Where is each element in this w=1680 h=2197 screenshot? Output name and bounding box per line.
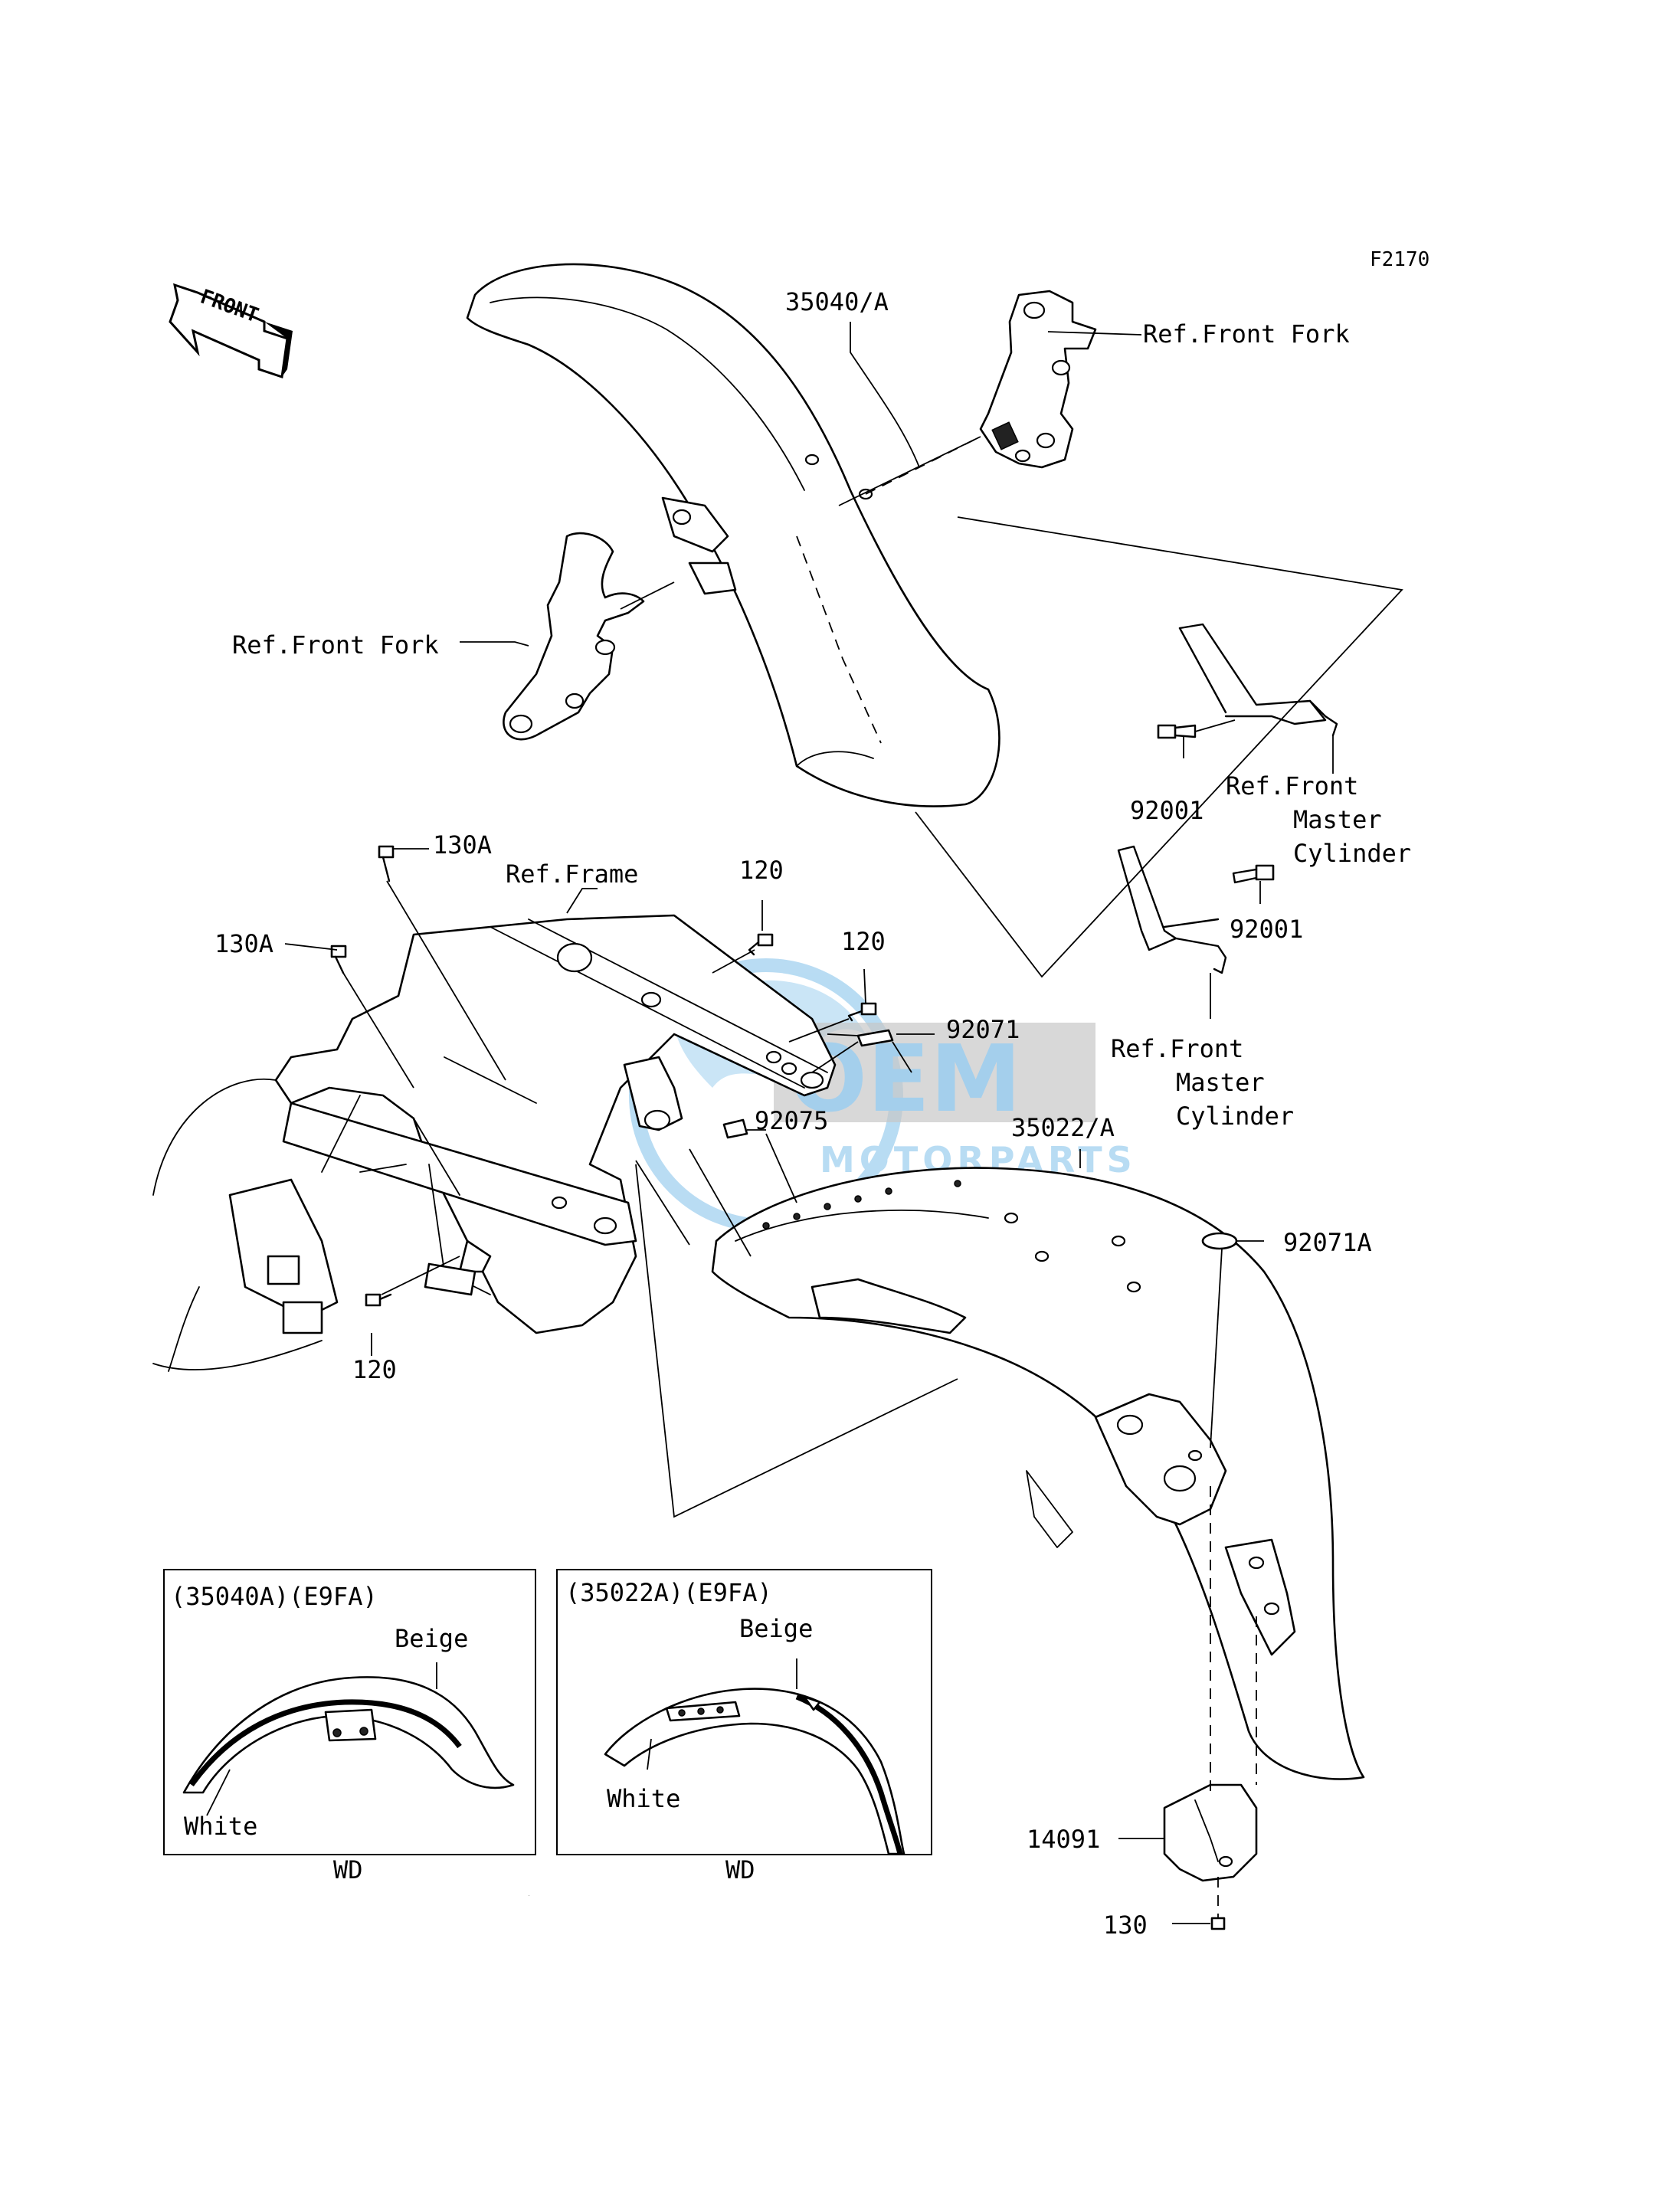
- bolt-130a-upper-drawing: [378, 845, 395, 882]
- label-92001-upper[interactable]: 92001: [1130, 796, 1204, 825]
- label-130a-upper[interactable]: 130A: [433, 830, 493, 859]
- bolt-92001-lower-drawing: [1232, 864, 1275, 884]
- label-130a-left[interactable]: 130A: [215, 929, 274, 958]
- ref-master-cylinder-lower-l3[interactable]: Cylinder: [1176, 1102, 1295, 1131]
- inset-35022a-caption: WD: [725, 1855, 755, 1884]
- label-92001-lower[interactable]: 92001: [1230, 915, 1304, 944]
- label-92071[interactable]: 92071: [946, 1015, 1020, 1044]
- dot-mark: .: [529, 1893, 530, 1897]
- front-direction-arrow: FRONT: [169, 283, 293, 378]
- front-fender-35040: [466, 263, 1000, 807]
- ref-master-cylinder-upper-l3[interactable]: Cylinder: [1293, 839, 1412, 868]
- inset-box-35022a: [556, 1569, 932, 1855]
- inset-box-35040a: [163, 1569, 536, 1855]
- inset-35022a-beige: Beige: [739, 1614, 814, 1643]
- label-leaders: [284, 322, 1334, 1924]
- inset-35040a-caption: WD: [333, 1855, 363, 1884]
- ref-front-fork-right[interactable]: Ref.Front Fork: [1143, 319, 1350, 349]
- ref-front-fork-left[interactable]: Ref.Front Fork: [232, 630, 439, 660]
- grommet-92071a-drawing: [1201, 1232, 1238, 1250]
- frame-drawing: [152, 914, 837, 1372]
- label-120-c[interactable]: 120: [352, 1355, 397, 1384]
- ref-master-cylinder-lower-l2[interactable]: Master: [1176, 1068, 1265, 1097]
- label-130[interactable]: 130: [1103, 1911, 1148, 1940]
- master-cylinder-bracket-lower: [1117, 845, 1227, 974]
- label-35022[interactable]: 35022/A: [1011, 1113, 1115, 1142]
- label-35040[interactable]: 35040/A: [785, 287, 889, 316]
- label-120-a[interactable]: 120: [739, 856, 784, 885]
- bolt-120-c-drawing: [365, 1293, 392, 1307]
- inset-35022a-white: White: [607, 1784, 681, 1813]
- inset-35040a-beige: Beige: [395, 1624, 469, 1653]
- cover-14091-drawing: [1163, 1783, 1258, 1882]
- figure-code: F2170: [1370, 248, 1430, 271]
- bolt-120-b-drawing: [847, 1002, 877, 1022]
- rear-fender-35022: [711, 1167, 1365, 1780]
- ref-frame[interactable]: Ref.Frame: [506, 859, 639, 889]
- inset-35040a-white: White: [184, 1812, 258, 1841]
- inset-35040a-title: (35040A)(E9FA): [171, 1582, 378, 1611]
- front-fork-right-drawing: [979, 290, 1097, 469]
- label-14091[interactable]: 14091: [1027, 1825, 1101, 1854]
- ref-master-cylinder-lower-l1[interactable]: Ref.Front: [1111, 1034, 1244, 1063]
- master-cylinder-bracket-upper: [1178, 623, 1338, 737]
- inset-35022a-title: (35022A)(E9FA): [565, 1578, 772, 1607]
- label-92071a[interactable]: 92071A: [1283, 1228, 1372, 1257]
- ref-master-cylinder-upper-l1[interactable]: Ref.Front: [1226, 771, 1359, 801]
- guide-lines: [342, 436, 1403, 1919]
- bolt-130-drawing: [1210, 1917, 1226, 1930]
- bolt-120-a-drawing: [748, 933, 774, 956]
- pad-92075-drawing: [722, 1118, 748, 1139]
- front-fork-left-drawing: [503, 532, 645, 741]
- bolt-130a-left-drawing: [330, 945, 347, 974]
- ref-master-cylinder-upper-l2[interactable]: Master: [1293, 805, 1382, 834]
- bolt-92001-upper-drawing: [1157, 724, 1197, 739]
- label-120-b[interactable]: 120: [841, 927, 886, 956]
- pad-92071-drawing: [856, 1029, 894, 1047]
- inset-front-fender-drawing: [182, 1662, 515, 1816]
- label-92075[interactable]: 92075: [755, 1106, 829, 1135]
- inset-rear-fender-drawing: [604, 1658, 905, 1855]
